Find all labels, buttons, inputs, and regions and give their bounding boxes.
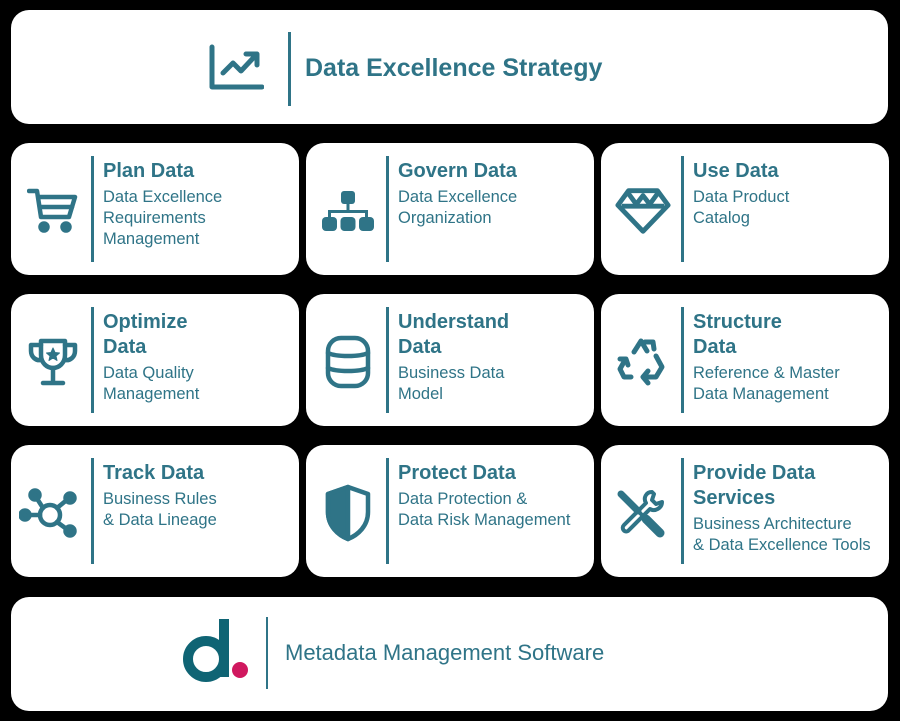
card-track-data: Track Data Business Rules & Data Lineage xyxy=(11,445,299,577)
card-title: Understand Data xyxy=(398,310,588,360)
tools-icon xyxy=(615,485,671,541)
card-title-line: Data xyxy=(103,336,147,358)
card-structure-data: Structure Data Reference & Master Data M… xyxy=(601,294,889,426)
card-divider xyxy=(386,458,389,564)
card-use-data: Use Data Data Product Catalog xyxy=(601,143,889,275)
card-subtitle: Data Product Catalog xyxy=(693,187,883,229)
card-title-line: Provide Data xyxy=(693,462,816,484)
card-subtitle-line: Business Data xyxy=(398,364,505,382)
card-subtitle: Data Excellence Requirements Management xyxy=(103,187,293,250)
card-title-line: Understand xyxy=(398,311,510,333)
card-divider xyxy=(681,307,684,413)
card-divider xyxy=(91,307,94,413)
card-title: Use Data xyxy=(693,160,779,182)
d-dot-logo xyxy=(179,617,249,683)
card-subtitle-line: Business Rules xyxy=(103,490,217,508)
recycle-icon xyxy=(615,334,671,390)
card-divider xyxy=(91,458,94,564)
card-subtitle-line: Data Protection & xyxy=(398,490,528,508)
card-title: Govern Data xyxy=(398,160,517,182)
card-subtitle-line: Data Management xyxy=(693,385,829,403)
card-subtitle-line: & Data Excellence Tools xyxy=(693,536,871,554)
card-subtitle: Data Quality Management xyxy=(103,363,293,405)
diamond-icon xyxy=(615,183,671,239)
card-subtitle-line: Reference & Master xyxy=(693,364,840,382)
card-title-line: Optimize xyxy=(103,311,188,333)
card-title-line: Structure xyxy=(693,311,782,333)
card-subtitle-line: Management xyxy=(103,230,200,248)
strategy-title: Data Excellence Strategy xyxy=(305,54,603,82)
footer-divider xyxy=(266,617,268,689)
network-hub-icon xyxy=(17,485,83,541)
card-subtitle-line: Data Quality xyxy=(103,364,194,382)
trophy-icon xyxy=(25,334,81,390)
shield-icon xyxy=(320,484,376,542)
card-subtitle-line: Data Risk Management xyxy=(398,511,571,529)
card-subtitle: Business Rules & Data Lineage xyxy=(103,489,293,531)
card-protect-data: Protect Data Data Protection & Data Risk… xyxy=(306,445,594,577)
card-subtitle-line: Data Product xyxy=(693,188,790,206)
card-subtitle-line: Model xyxy=(398,385,443,403)
card-title-line: Services xyxy=(693,487,776,509)
card-title: Plan Data xyxy=(103,160,195,182)
card-subtitle-line: Management xyxy=(103,385,200,403)
card-subtitle: Reference & Master Data Management xyxy=(693,363,883,405)
card-divider xyxy=(386,156,389,262)
card-govern-data: Govern Data Data Excellence Organization xyxy=(306,143,594,275)
card-subtitle: Business Data Model xyxy=(398,363,588,405)
card-title-line: Data xyxy=(693,336,737,358)
card-divider xyxy=(386,307,389,413)
card-subtitle-line: Catalog xyxy=(693,209,750,227)
org-hierarchy-icon xyxy=(320,183,376,239)
card-subtitle-line: Data Excellence xyxy=(398,188,518,206)
card-subtitle-line: Data Excellence xyxy=(103,188,223,206)
database-icon xyxy=(320,334,376,390)
card-subtitle: Data Excellence Organization xyxy=(398,187,588,229)
card-subtitle-line: Requirements xyxy=(103,209,206,227)
trending-chart-icon xyxy=(208,43,264,93)
card-subtitle-line: & Data Lineage xyxy=(103,511,217,529)
shopping-cart-icon xyxy=(25,183,81,239)
card-title: Track Data xyxy=(103,462,205,484)
software-title: Metadata Management Software xyxy=(285,640,605,665)
card-divider xyxy=(681,156,684,262)
card-title: Protect Data xyxy=(398,462,516,484)
card-provide-data-services: Provide Data Services Business Architect… xyxy=(601,445,889,577)
card-divider xyxy=(91,156,94,262)
software-banner: Metadata Management Software xyxy=(11,597,888,711)
card-title: Structure Data xyxy=(693,310,883,360)
card-subtitle-line: Organization xyxy=(398,209,492,227)
card-subtitle-line: Business Architecture xyxy=(693,515,852,533)
card-optimize-data: Optimize Data Data Quality Management xyxy=(11,294,299,426)
strategy-banner: Data Excellence Strategy xyxy=(11,10,888,124)
card-divider xyxy=(681,458,684,564)
card-subtitle: Data Protection & Data Risk Management xyxy=(398,489,588,531)
card-understand-data: Understand Data Business Data Model xyxy=(306,294,594,426)
card-subtitle: Business Architecture & Data Excellence … xyxy=(693,514,883,556)
card-title: Provide Data Services xyxy=(693,461,883,511)
card-plan-data: Plan Data Data Excellence Requirements M… xyxy=(11,143,299,275)
card-title-line: Data xyxy=(398,336,442,358)
header-divider xyxy=(288,32,291,106)
card-title: Optimize Data xyxy=(103,310,293,360)
